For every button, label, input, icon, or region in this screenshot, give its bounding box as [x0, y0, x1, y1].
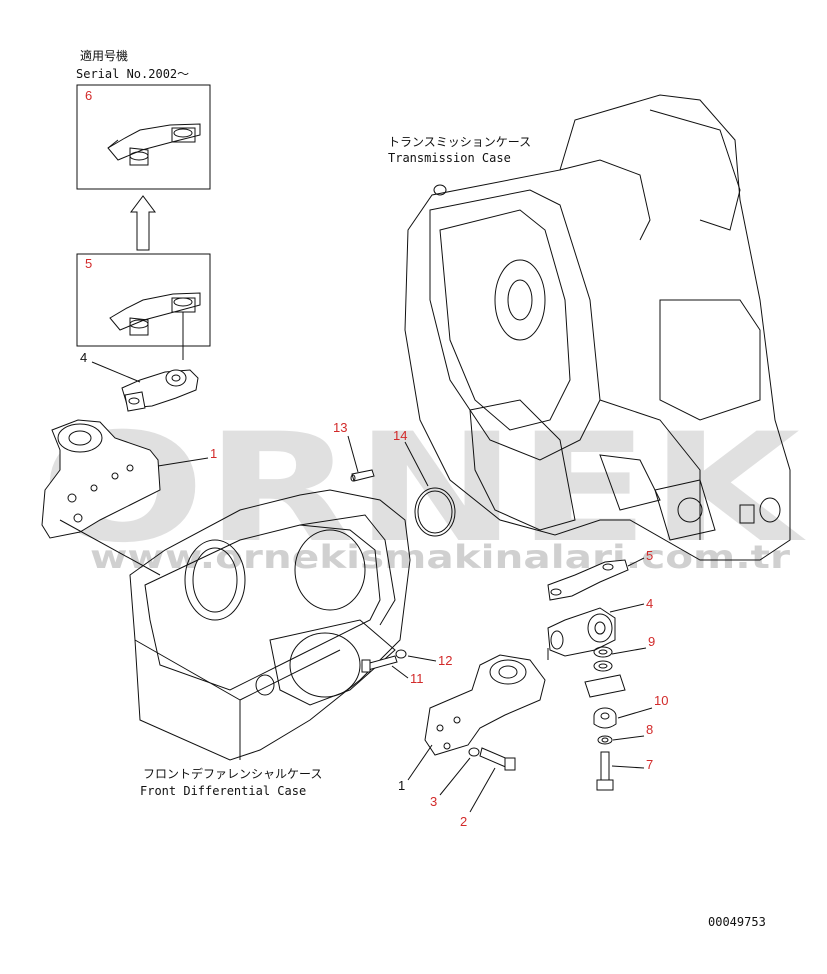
serial-note: Serial No.2002～: [76, 67, 189, 81]
washer-part-3: [468, 747, 480, 757]
leader-12: [407, 655, 437, 662]
leader-11: [391, 665, 409, 679]
leader-1-left: [157, 457, 209, 467]
pin-part-13: [350, 469, 375, 482]
bracket-part-1-right: [424, 654, 546, 756]
callout-6: 6: [85, 88, 92, 103]
leader-13: [347, 435, 359, 473]
front-differential-case: [59, 489, 411, 761]
callout-13: 13: [333, 420, 347, 435]
front-diff-case-label-jp: フロントデファレンシャルケース: [143, 766, 322, 781]
leader-4-right: [609, 603, 645, 613]
leader-3: [439, 757, 471, 796]
leader-1-right: [407, 744, 433, 781]
inset-box-part-6: [76, 84, 211, 190]
washer-part-9: [593, 646, 613, 672]
drawing-number: 00049753: [708, 915, 766, 929]
watermark-url: www.ornekismakinalari.com.tr: [90, 538, 790, 576]
bracket-part-1-left: [41, 419, 161, 539]
bolt-part-2: [479, 747, 516, 771]
mount-part-4-right: [547, 607, 616, 660]
callout-11: 11: [410, 671, 424, 686]
washer-part-8: [597, 735, 613, 745]
inset-box-part-5: [76, 253, 211, 347]
leader-4-left: [91, 361, 141, 383]
washer-part-12: [395, 649, 407, 659]
o-ring-part-14: [414, 487, 456, 537]
upward-arrow-icon: [130, 195, 156, 251]
transmission-case-label-jp: トランスミッションケース: [388, 135, 531, 149]
transmission-case-label-en: Transmission Case: [388, 151, 511, 165]
watermark-main: ORNEK: [40, 402, 806, 576]
callout-7: 7: [646, 757, 653, 772]
callout-3: 3: [430, 794, 437, 809]
applicable-model-label: 適用号機: [80, 48, 128, 63]
callout-9: 9: [648, 634, 655, 649]
callout-1-left: 1: [210, 446, 217, 461]
callout-8: 8: [646, 722, 653, 737]
callout-2: 2: [460, 814, 467, 829]
leader-8: [612, 735, 645, 741]
bolt-part-7: [596, 751, 614, 791]
callout-4-left: 4: [80, 350, 87, 365]
leader-10: [617, 707, 653, 719]
transmission-case: [404, 94, 791, 561]
leader-14: [404, 441, 429, 487]
leader-7: [611, 765, 645, 769]
front-diff-case-label-en: Front Differential Case: [140, 784, 306, 798]
callout-12: 12: [438, 653, 452, 668]
callout-14: 14: [393, 428, 407, 443]
leader-9: [611, 647, 647, 655]
callout-10: 10: [654, 693, 668, 708]
callout-5-upper: 5: [85, 256, 92, 271]
callout-1-right: 1: [398, 778, 405, 793]
callout-4-right: 4: [646, 596, 653, 611]
leader-5-right: [627, 557, 645, 567]
mount-part-4-left: [121, 312, 199, 412]
bushing-part-10: [584, 674, 626, 729]
leader-2: [469, 767, 496, 813]
callout-5-right: 5: [646, 548, 653, 563]
bolt-part-11: [361, 655, 398, 673]
plate-part-5-right: [547, 559, 629, 601]
